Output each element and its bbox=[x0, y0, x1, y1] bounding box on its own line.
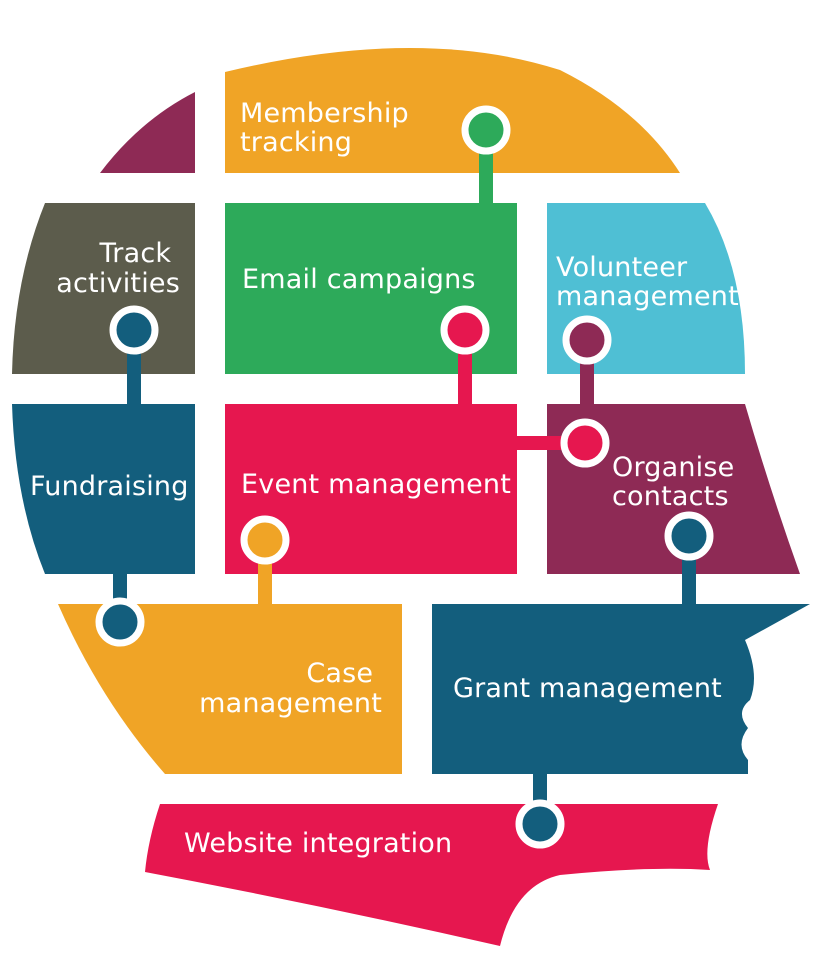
piece-membership-tracking bbox=[225, 47, 680, 173]
label-case-management: Case management bbox=[199, 658, 382, 719]
piece-event-management bbox=[225, 404, 517, 574]
connector-event-organise bbox=[515, 418, 610, 468]
connector-volunteer-organise bbox=[562, 315, 612, 406]
label-email-campaigns: Email campaigns bbox=[242, 264, 476, 295]
connector-fundraising-case bbox=[95, 572, 145, 647]
piece-website-integration bbox=[145, 804, 718, 946]
label-event-management: Event management bbox=[241, 469, 511, 500]
connector-track-fundraising bbox=[109, 305, 159, 406]
label-website-integration: Website integration bbox=[184, 828, 452, 859]
label-grant-management: Grant management bbox=[453, 673, 722, 704]
label-volunteer-management: Volunteer management bbox=[556, 252, 739, 312]
piece-case-management bbox=[58, 604, 402, 774]
label-membership-tracking: Membership tracking bbox=[240, 98, 418, 158]
label-track-activities: Track activities bbox=[56, 238, 180, 299]
connector-event-case bbox=[240, 515, 290, 606]
corner-piece bbox=[100, 92, 195, 173]
label-fundraising: Fundraising bbox=[30, 471, 189, 502]
piece-grant-management bbox=[432, 604, 810, 774]
connector-membership-email bbox=[461, 105, 511, 205]
connector-email-event bbox=[440, 305, 490, 406]
piece-fundraising bbox=[12, 404, 195, 574]
connector-organise-grant bbox=[664, 511, 714, 606]
piece-organise-contacts bbox=[547, 404, 800, 574]
label-organise-contacts: Organise contacts bbox=[612, 452, 743, 512]
connector-grant-website bbox=[515, 772, 565, 849]
